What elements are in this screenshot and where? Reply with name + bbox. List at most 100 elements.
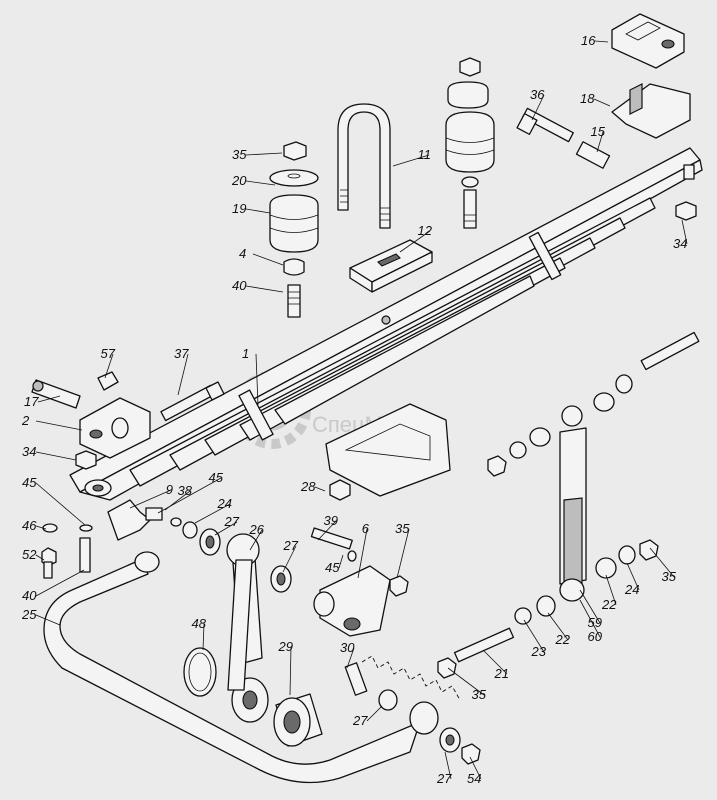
leader-line <box>547 612 569 641</box>
callout-c30: 30 <box>340 640 355 669</box>
part-number: 27 <box>283 538 299 553</box>
callout-c9: 9 <box>129 482 173 509</box>
u-bolt <box>337 103 391 229</box>
shock-lower-hardware <box>437 539 659 679</box>
callout-c12: 12 <box>399 223 433 253</box>
leader-line <box>202 623 205 651</box>
part-number: 60 <box>588 629 603 644</box>
callout-c19: 19 <box>232 201 271 216</box>
part-number: 23 <box>531 644 547 659</box>
callout-c21: 21 <box>482 649 509 681</box>
part-number: 38 <box>178 483 193 498</box>
leader-line <box>357 528 368 579</box>
callout-c23: 23 <box>523 619 547 659</box>
callout-c34a: 34 <box>22 444 77 461</box>
leader-line <box>444 751 452 780</box>
leader-line <box>626 562 640 591</box>
part-number: 22 <box>555 632 571 647</box>
leader-line <box>35 569 85 597</box>
callout-c40b: 40 <box>22 569 85 603</box>
callout-c59: 59 <box>579 589 602 630</box>
leader-line <box>366 705 383 722</box>
callout-c27c: 27 <box>352 705 383 728</box>
leader-line <box>314 486 326 492</box>
callout-c16: 16 <box>581 33 609 48</box>
leader-line <box>252 253 284 266</box>
leader-line <box>593 98 611 107</box>
front-bracket <box>31 371 225 459</box>
callout-c27d: 27 <box>436 751 452 786</box>
part-number: 22 <box>601 597 617 612</box>
stabilizer-bar <box>43 551 439 784</box>
leader-line <box>531 94 545 121</box>
part-number: 2 <box>21 413 30 428</box>
part-number: 48 <box>192 616 207 631</box>
part-number: 45 <box>209 470 224 485</box>
leader-line <box>255 353 259 406</box>
part-number: 4 <box>239 246 246 261</box>
callout-c45a: 45 <box>157 470 224 514</box>
leader-line <box>35 451 77 461</box>
callout-c2: 2 <box>21 413 83 431</box>
leader-line <box>214 521 238 536</box>
callout-c20: 20 <box>231 173 276 188</box>
callout-c4: 4 <box>239 246 284 266</box>
callout-c45b: 45 <box>22 475 86 526</box>
callout-c57: 57 <box>101 346 116 379</box>
leader-line <box>35 614 61 626</box>
leader-line <box>37 395 61 403</box>
leader-line <box>447 667 485 696</box>
bumper-stack-left <box>269 141 319 318</box>
part-number: 28 <box>300 479 316 494</box>
part-number: 35 <box>395 521 410 536</box>
leader-line <box>596 131 604 153</box>
part-number: 45 <box>22 475 37 490</box>
leader-line <box>35 554 45 561</box>
part-number: 1 <box>242 346 249 361</box>
leaf-spring <box>69 147 703 501</box>
leader-line <box>245 180 276 186</box>
callout-c60: 60 <box>579 599 603 644</box>
part-number: 57 <box>101 346 116 361</box>
callout-c1: 1 <box>242 346 259 406</box>
part-number: 46 <box>22 518 37 533</box>
part-number: 30 <box>340 640 355 655</box>
spring-plate <box>349 239 433 293</box>
callout-c6: 6 <box>357 521 370 579</box>
part-number: 27 <box>224 514 240 529</box>
bumper-stack-right <box>445 57 495 229</box>
callout-c35a: 35 <box>232 147 283 162</box>
callout-c22a: 22 <box>601 574 617 612</box>
leader-line <box>594 40 609 43</box>
part-number: 35 <box>472 687 487 702</box>
leader-line <box>35 482 86 526</box>
callout-c15: 15 <box>591 124 606 153</box>
rear-bracket <box>325 403 451 501</box>
part-number: 29 <box>278 639 293 654</box>
part-number: 25 <box>21 607 37 622</box>
leader-line <box>35 420 83 431</box>
part-number: 27 <box>352 713 368 728</box>
leader-line <box>35 525 47 530</box>
leader-line <box>104 353 114 379</box>
leader-line <box>482 649 508 675</box>
callout-c37: 37 <box>174 346 189 396</box>
leader-line <box>399 230 431 253</box>
callout-c35b: 35 <box>395 521 410 579</box>
leader-line <box>605 574 617 606</box>
part-number: 40 <box>232 278 247 293</box>
part-number: 26 <box>249 522 265 537</box>
leader-line <box>245 152 283 156</box>
part-number: 39 <box>324 513 338 528</box>
nut-right-34 <box>675 201 697 221</box>
part-number: 6 <box>362 521 370 536</box>
part-number: 19 <box>232 201 246 216</box>
shock-absorber <box>487 331 700 602</box>
callout-c28: 28 <box>300 479 326 494</box>
part-number: 35 <box>232 147 247 162</box>
part-number: 17 <box>24 394 39 409</box>
part-number: 52 <box>22 547 37 562</box>
leader-line <box>579 589 601 624</box>
